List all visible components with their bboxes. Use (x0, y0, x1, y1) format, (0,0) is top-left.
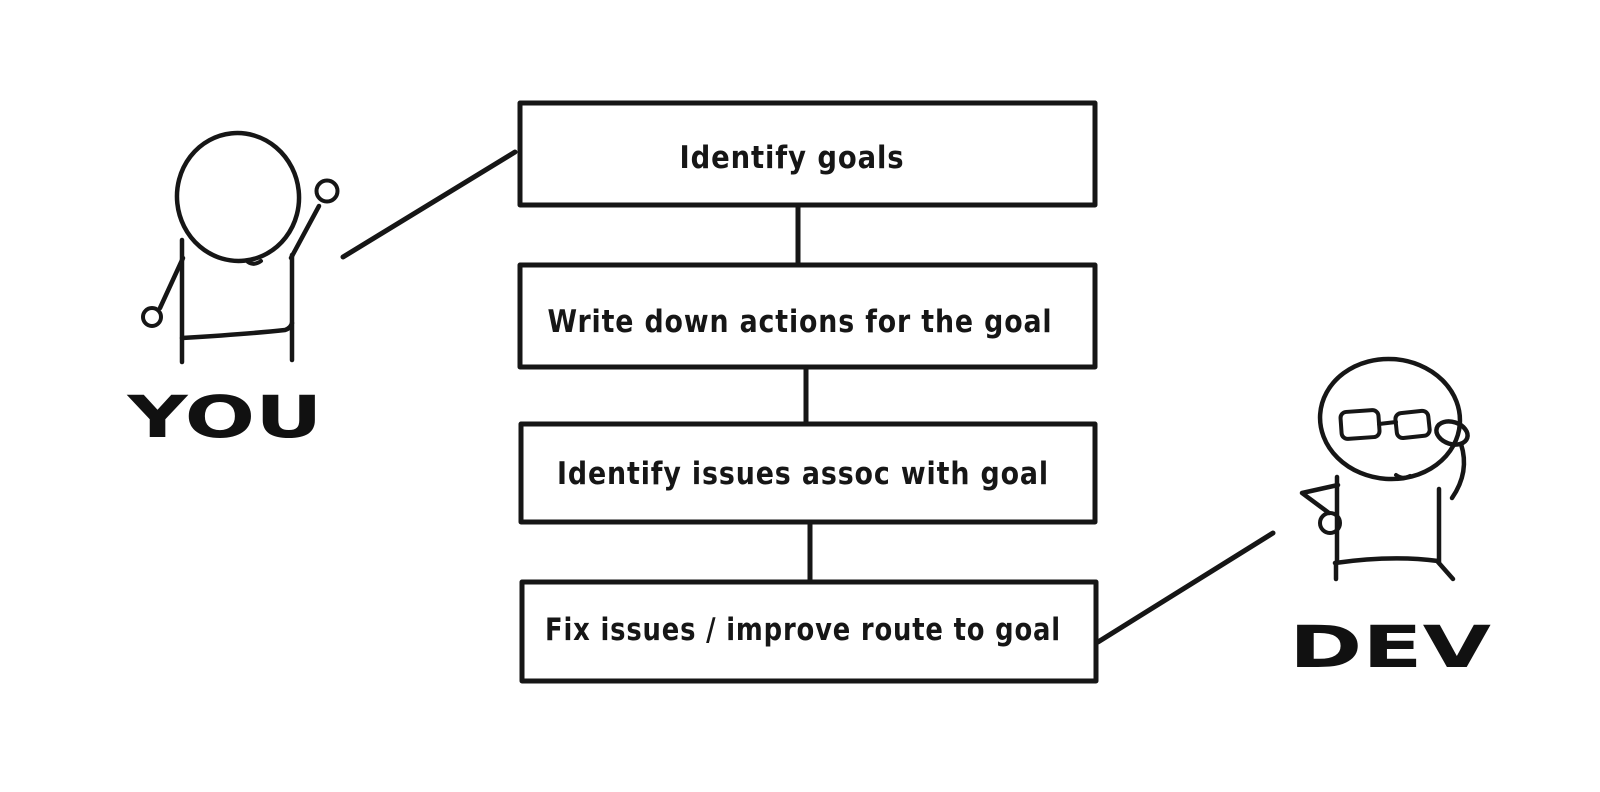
you-right-arm (288, 203, 322, 261)
dev-label: DEV (1289, 613, 1491, 681)
dev-glasses-right-lens (1393, 408, 1432, 441)
dev-chin-mark (1394, 473, 1412, 480)
dev-figure (1299, 356, 1470, 582)
dev-glasses-left-lens (1338, 408, 1382, 441)
you-waist-line (179, 320, 295, 341)
you-label: YOU (126, 383, 322, 451)
step-box-4 (519, 579, 1099, 684)
dev-left-hand (1318, 511, 1342, 535)
dev-glasses-bridge (1377, 420, 1398, 426)
step-box-2 (517, 262, 1098, 370)
dev-right-hand (1434, 419, 1470, 447)
you-head (174, 130, 302, 264)
dev-head (1317, 356, 1463, 482)
dev-waist-line (1332, 556, 1441, 566)
you-right-hand (314, 178, 340, 204)
step-box-1 (517, 100, 1098, 208)
dev-right-arm (1449, 441, 1467, 501)
step-label-4: Fix issues / improve route to goal (545, 612, 1061, 648)
dev-left-arm (1299, 482, 1341, 516)
step-label-3: Identify issues assoc with goal (557, 456, 1049, 492)
you-chin-mark (246, 259, 263, 266)
step-label-1: Identify goals (680, 140, 905, 176)
you-connector-line (340, 149, 518, 260)
you-figure (141, 130, 340, 365)
you-left-arm (157, 255, 186, 311)
dev-right-leg (1435, 559, 1456, 582)
step-box-3 (518, 421, 1098, 525)
you-left-hand (141, 306, 163, 328)
dev-connector-line (1095, 530, 1276, 645)
step-label-2: Write down actions for the goal (548, 304, 1053, 340)
